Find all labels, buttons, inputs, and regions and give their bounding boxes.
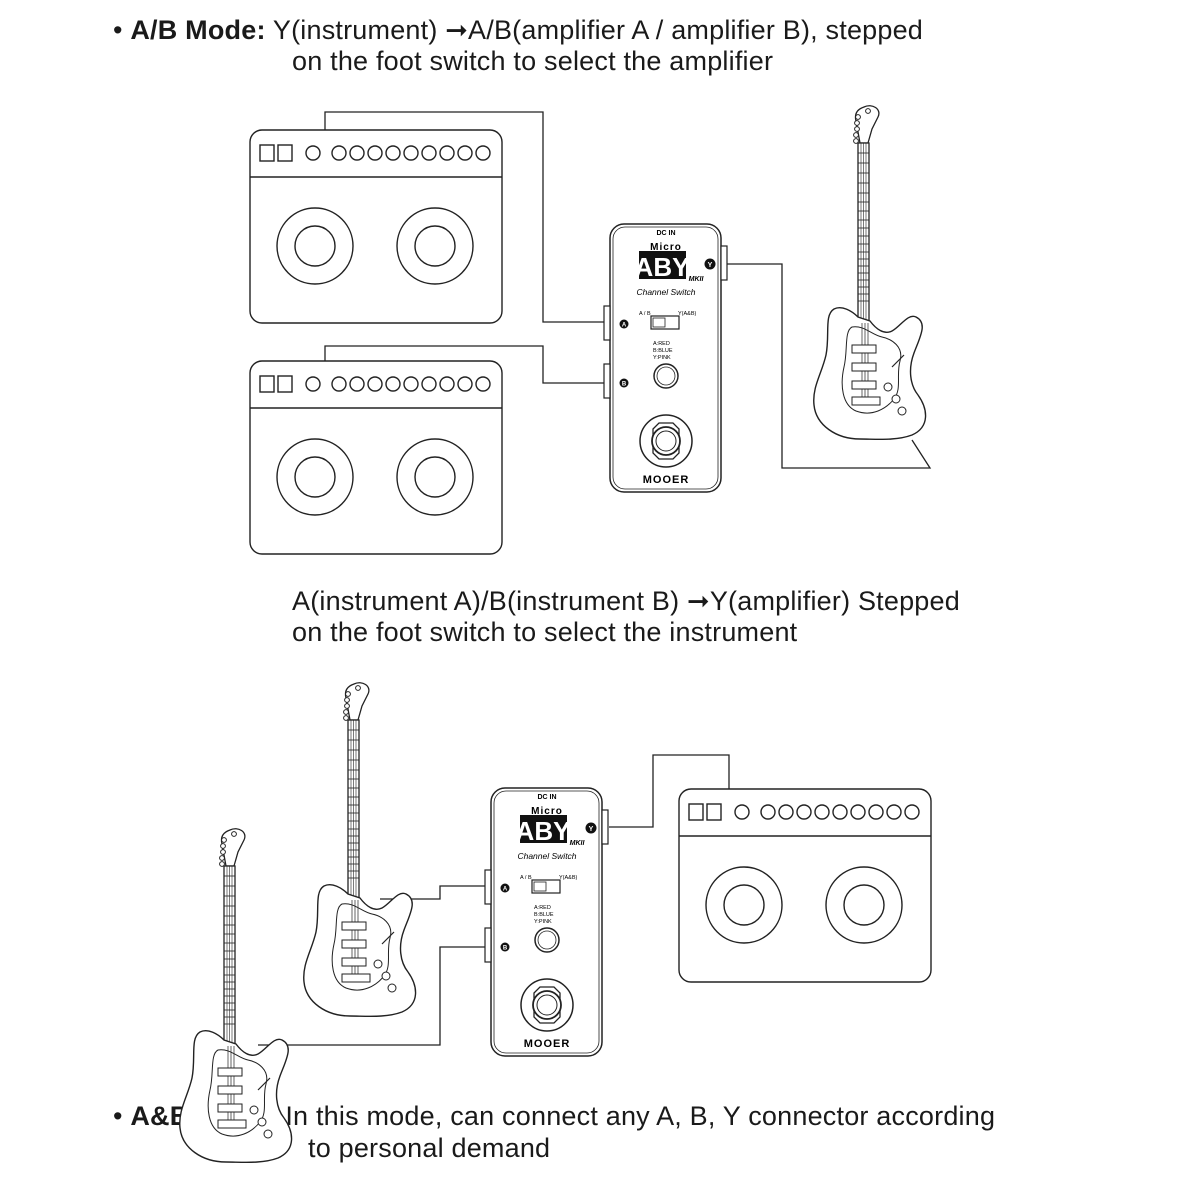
mooer-brand: MOOER <box>524 1038 571 1050</box>
ab-reverse-description-line2: on the foot switch to select the instrum… <box>292 617 798 647</box>
mk-label: MKII <box>570 840 586 847</box>
port-b-label: B <box>622 382 627 388</box>
led-legend-pink: Y:PINK <box>534 919 552 925</box>
ab-mode-description-line2: on the foot switch to select the amplifi… <box>292 46 774 76</box>
dc-in-label: DC IN <box>537 794 556 801</box>
amplifier-b <box>249 360 503 555</box>
ab-reverse-description-line1: A(instrument A)/B(instrument B) ➞Y(ampli… <box>292 586 960 616</box>
ab-mode-heading: • A/B Mode: Y(instrument) ➞A/B(amplifier… <box>113 14 923 46</box>
bullet: • <box>113 15 123 45</box>
micro-label: Micro <box>650 242 682 253</box>
aby-logo: ABY <box>635 252 690 282</box>
cable-lines <box>324 111 932 469</box>
mk-label: MKII <box>689 276 705 283</box>
aby-pedal: DC IN Micro ABY MKII Y Channel Switch A … <box>484 787 609 1057</box>
guitar-instrument <box>813 105 927 441</box>
led-legend-blue: B:BLUE <box>534 912 554 918</box>
channel-switch-label: Channel Switch <box>517 851 576 861</box>
ab-mode-description-line1: Y(instrument) ➞A/B(amplifier A / amplifi… <box>272 15 924 45</box>
diagram-2: DC IN Micro ABY MKII Y Channel Switch A … <box>179 682 932 1164</box>
amplifier <box>678 788 932 983</box>
diagram-1: DC IN Micro ABY MKII Y Channel Switch A … <box>249 105 932 555</box>
led-legend-red: A:RED <box>534 905 551 911</box>
amplifier-a <box>249 129 503 324</box>
port-b-label: B <box>503 946 508 952</box>
led-legend-blue: B:BLUE <box>653 348 673 354</box>
anb-mode-description-line1: In this mode, can connect any A, B, Y co… <box>285 1101 996 1131</box>
y-badge: Y <box>708 262 713 269</box>
led-legend-pink: Y:PINK <box>653 355 671 361</box>
anb-mode-description-line2: to personal demand <box>308 1133 551 1163</box>
switch-y-label: Y(A&B) <box>559 875 578 881</box>
switch-ab-label: A / B <box>639 311 651 317</box>
port-a-label: A <box>622 323 627 329</box>
aby-pedal: DC IN Micro ABY MKII Y Channel Switch A … <box>603 223 728 493</box>
guitar-instrument-a <box>303 682 417 1018</box>
channel-switch-label: Channel Switch <box>636 287 695 297</box>
aby-logo: ABY <box>516 816 571 846</box>
dc-in-label: DC IN <box>656 230 675 237</box>
led-legend-red: A:RED <box>653 341 670 347</box>
port-a-label: A <box>503 887 508 893</box>
y-badge: Y <box>589 826 594 833</box>
mooer-brand: MOOER <box>643 474 690 486</box>
guitar-instrument-b <box>179 828 293 1164</box>
switch-y-label: Y(A&B) <box>678 311 697 317</box>
micro-label: Micro <box>531 806 563 817</box>
bullet: • <box>113 1101 123 1131</box>
switch-ab-label: A / B <box>520 875 532 881</box>
mode-label: A/B Mode: <box>130 15 266 45</box>
